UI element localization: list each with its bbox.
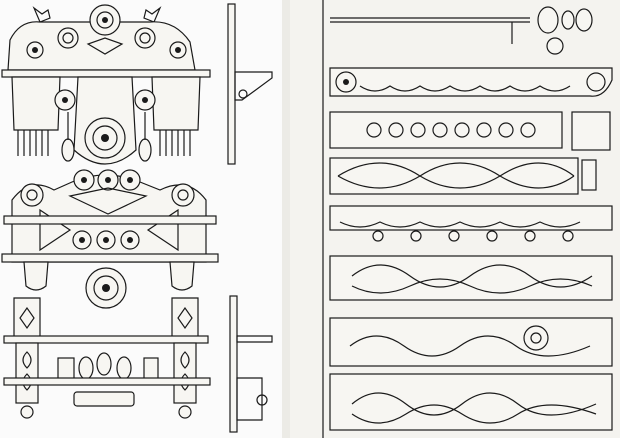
carved-board-2: [329, 111, 611, 191]
carved-board-6: [329, 317, 613, 367]
shelf-board-top: [1, 69, 211, 78]
carved-board-7: [329, 373, 613, 431]
rolling-pin: [73, 391, 135, 407]
shelf-top-side-section: [227, 3, 273, 165]
carved-board-5: [329, 255, 613, 301]
rosette-mid-4: [171, 183, 195, 207]
bird-right: [143, 6, 162, 23]
joint-detail-1: [571, 111, 611, 151]
carved-shelf-middle: [1, 169, 219, 309]
shelf-board-middle: [3, 215, 217, 225]
spoon-left: [61, 138, 75, 162]
rail-middle: [1, 253, 219, 263]
spoon-right: [138, 138, 152, 162]
carved-shelf-top: [1, 4, 211, 165]
page-gutter: [282, 0, 290, 438]
rosette-small-2: [57, 27, 79, 49]
carved-shelf-bottom: [3, 297, 211, 419]
carved-board-1: [329, 67, 613, 97]
bird-left: [32, 6, 51, 23]
rod-finial: [537, 6, 559, 34]
curtain-rod: [330, 6, 593, 55]
shelf-board-bottom: [3, 335, 209, 344]
carved-board-4: [329, 205, 613, 242]
hanging-board-right: [151, 76, 201, 131]
rosette-small-3: [134, 27, 156, 49]
carved-board-3: [329, 157, 579, 195]
rosette-mid-1: [20, 183, 44, 207]
shelf-bottom-side-section: [229, 295, 273, 433]
rail-bottom: [3, 377, 211, 386]
hanging-board-left: [11, 76, 61, 131]
